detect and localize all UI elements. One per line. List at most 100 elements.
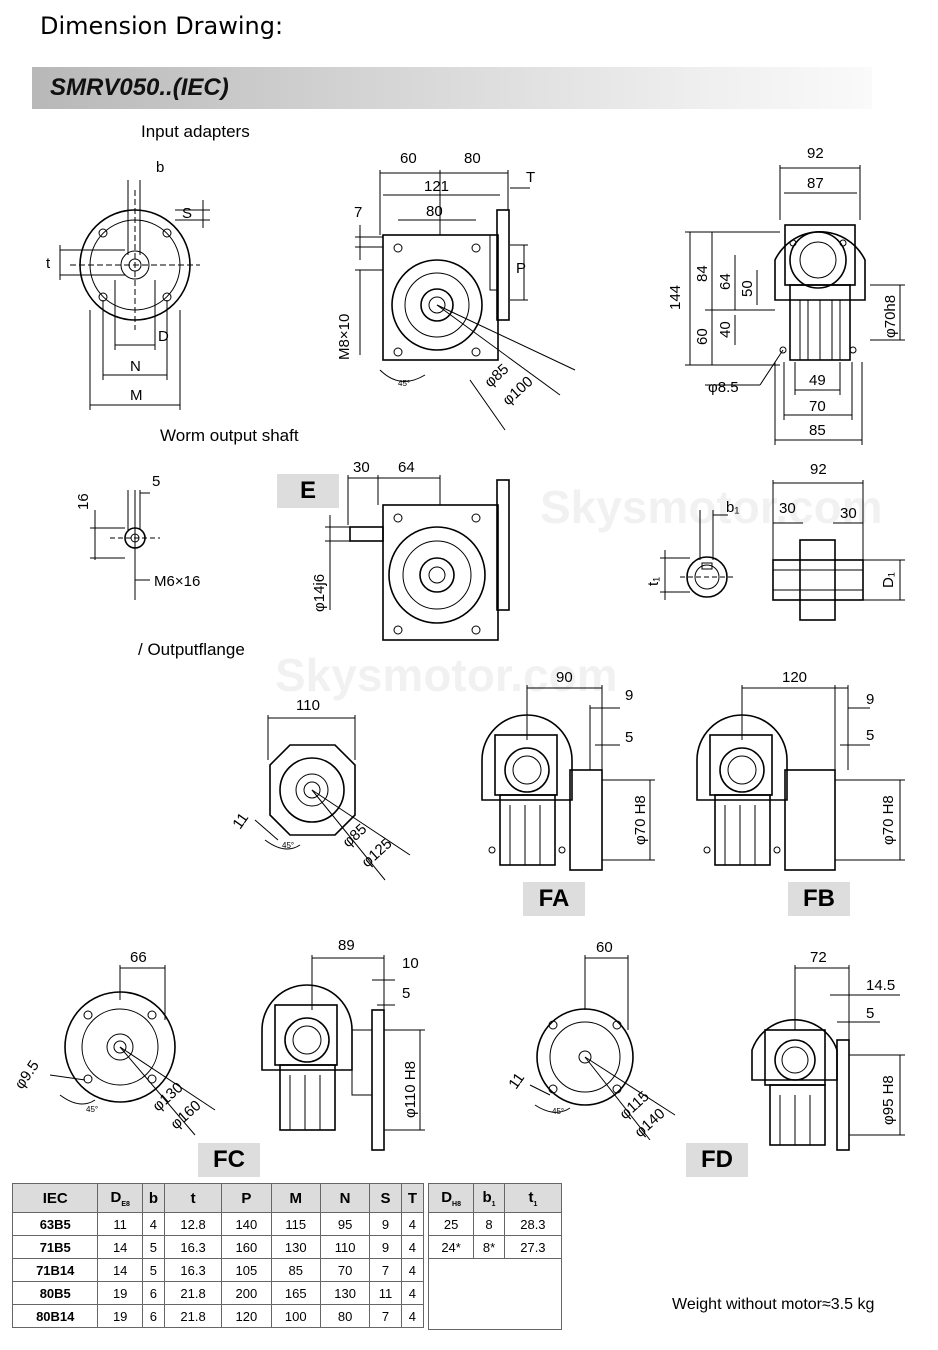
dim-e-64: 64 [398,459,415,476]
dim-side-t: T [526,169,535,186]
watermark: Skysmotor.com [540,481,883,533]
hollow-shaft-view [660,480,905,621]
header-t2: T [400,1183,425,1213]
fd-flange-view [529,955,676,1141]
dim-fa-9: 9 [625,687,633,704]
technical-drawing: b S t D N M 60 80 121 80 T P 7 M8×10 45° [11,145,905,1151]
dim-hollow-d1: D₁ [880,572,897,588]
dim-e-phi14: φ14j6 [311,574,328,612]
dim-n: N [130,358,141,375]
fc-flange-view [49,965,216,1136]
dim-hollow-t1: t₁ [645,577,662,586]
dim-side-121: 121 [424,178,449,195]
dim-fb-5: 5 [866,727,874,744]
header-m: M [270,1183,321,1213]
section-worm-output-shaft: Worm output shaft [160,426,299,445]
dim-fc-5: 5 [402,985,410,1002]
section-output-flange: / Outputflange [138,640,245,659]
section-input-adapters: Input adapters [141,122,250,141]
dim-side-60: 60 [400,150,417,167]
dim-front-49: 49 [809,372,826,389]
header-t1: t1 [503,1183,563,1213]
dim-front-phi70: φ70h8 [882,295,899,338]
dim-front-phi85: φ8.5 [708,379,739,396]
dim-fb-phi70: φ70 H8 [880,795,897,845]
header-p: P [221,1183,272,1213]
dim-fd-phi95: φ95 H8 [880,1075,897,1125]
view-label-fd: FD [686,1143,748,1177]
fa-view [481,685,655,871]
dim-side-p: P [516,260,526,277]
output-flange-view [254,715,411,881]
header-dh8: DH8 [427,1183,475,1213]
header-t: t [163,1183,223,1213]
header-iec: IEC [11,1183,99,1213]
header-s: S [369,1183,402,1213]
dim-fc-phi95: φ9.5 [11,1057,42,1092]
dim-front-144: 144 [667,285,684,310]
dim-front-50: 50 [739,280,756,297]
view-label-fa: FA [523,882,585,916]
input-adapter-view [59,180,210,410]
gearbox-side-view [355,170,576,431]
dim-d: D [158,328,169,345]
dim-fc-10: 10 [402,955,419,972]
dim-s: S [182,205,192,222]
dim-fa-90: 90 [556,669,573,686]
dim-flange-110: 110 [296,697,320,714]
worm-shaft-view [90,490,160,600]
header-d: DE8 [97,1183,143,1213]
dim-side-45: 45° [398,379,410,388]
dim-hollow-30b: 30 [840,505,857,522]
page-title: Dimension Drawing: [40,12,284,40]
dim-front-85: 85 [809,422,826,439]
dim-t: t [46,255,51,272]
dim-e-30: 30 [353,459,370,476]
dim-fa-5: 5 [625,729,633,746]
dim-front-84: 84 [694,265,711,282]
gearbox-front-view [685,165,905,445]
fc-side-view [261,955,425,1151]
table-row: 24*8*27.3 [427,1235,563,1259]
dim-fb-9: 9 [866,691,874,708]
dim-side-m8: M8×10 [336,314,353,360]
dim-m: M [130,387,143,404]
dim-worm-5: 5 [152,473,160,490]
dim-side-80b: 80 [426,203,443,220]
dim-front-87: 87 [807,175,824,192]
header-b: b [141,1183,165,1213]
dim-fd-145: 14.5 [866,977,895,994]
fb-view [696,685,905,871]
gearbox-e-view [325,475,510,641]
fd-side-view [751,965,905,1151]
dim-fc-phi110: φ110 H8 [402,1061,419,1118]
dim-hollow-92: 92 [810,461,827,478]
view-label-e: E [277,474,339,508]
weight-note: Weight without motor≈3.5 kg [672,1296,875,1313]
dim-fd-60: 60 [596,939,613,956]
dim-front-92: 92 [807,145,824,162]
view-label-fb: FB [788,882,850,916]
dim-flange-phi125: φ125 [358,835,395,871]
model-banner: SMRV050..(IEC) [32,67,872,109]
dim-fc-45: 45° [86,1105,98,1114]
dim-front-70: 70 [809,398,826,415]
dim-flange-11: 11 [229,810,252,833]
table-header-row: IEC DE8 b t P M N S T [11,1183,425,1213]
dim-side-phi85: φ85 [481,361,512,391]
model-label: SMRV050..(IEC) [50,74,229,101]
header-b1: b1 [473,1183,505,1213]
header-n: N [319,1183,371,1213]
dim-hollow-30a: 30 [779,500,796,517]
dim-fd-5: 5 [866,1005,874,1022]
dim-front-40: 40 [717,321,734,338]
dim-flange-45: 45° [282,841,294,850]
dim-fb-120: 120 [782,669,807,686]
dim-front-64: 64 [717,273,734,290]
